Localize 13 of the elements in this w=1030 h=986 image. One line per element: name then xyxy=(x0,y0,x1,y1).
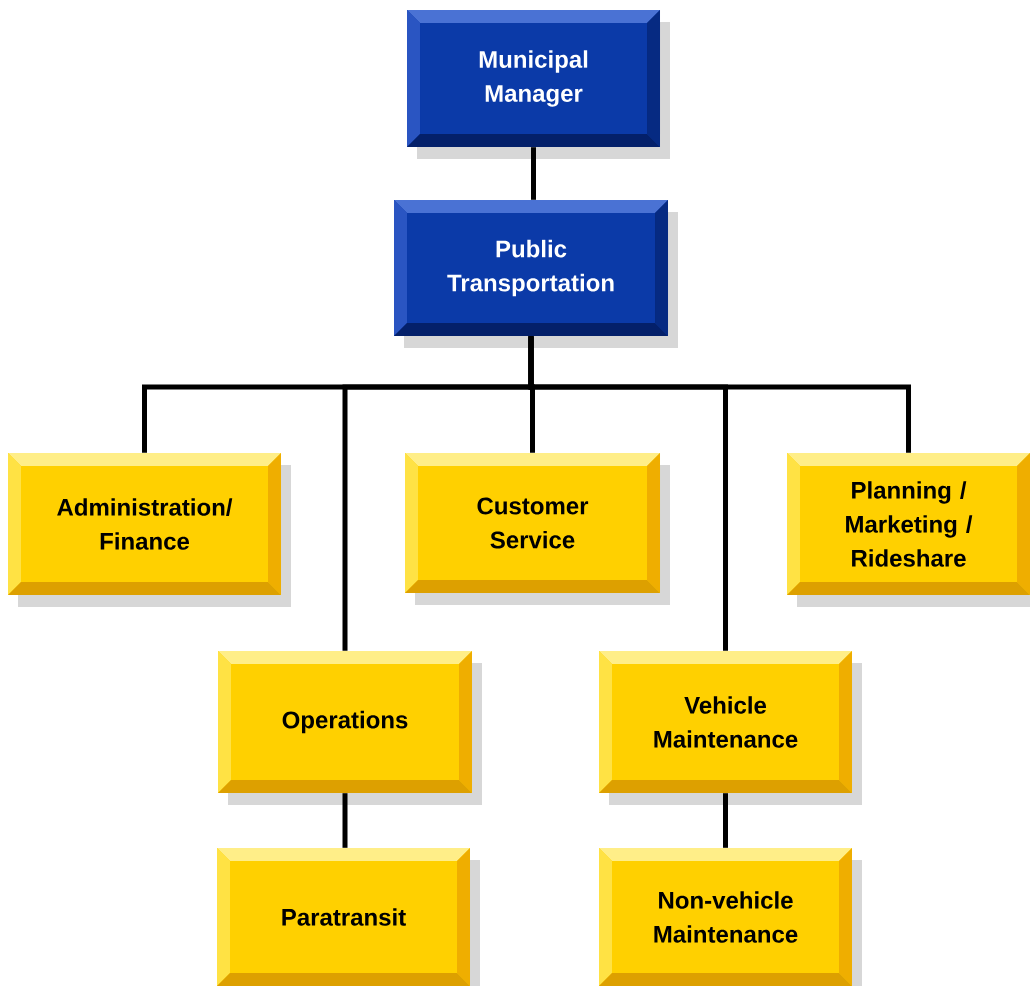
org-box: Paratransit xyxy=(217,848,480,986)
org-box: Planning / Marketing / Rideshare xyxy=(787,453,1030,607)
org-box: Operations xyxy=(218,651,482,805)
org-box: Municipal Manager xyxy=(407,10,670,159)
org-box: Public Transportation xyxy=(394,200,678,348)
connector-line xyxy=(342,793,348,848)
org-box: Non-vehicle Maintenance xyxy=(599,848,862,986)
org-box: Customer Service xyxy=(405,453,670,605)
connector-line xyxy=(531,147,536,200)
connector-line xyxy=(528,336,911,453)
org-box: Vehicle Maintenance xyxy=(599,651,862,805)
connector-line xyxy=(723,793,728,848)
org-box: Administration/ Finance xyxy=(8,453,291,607)
